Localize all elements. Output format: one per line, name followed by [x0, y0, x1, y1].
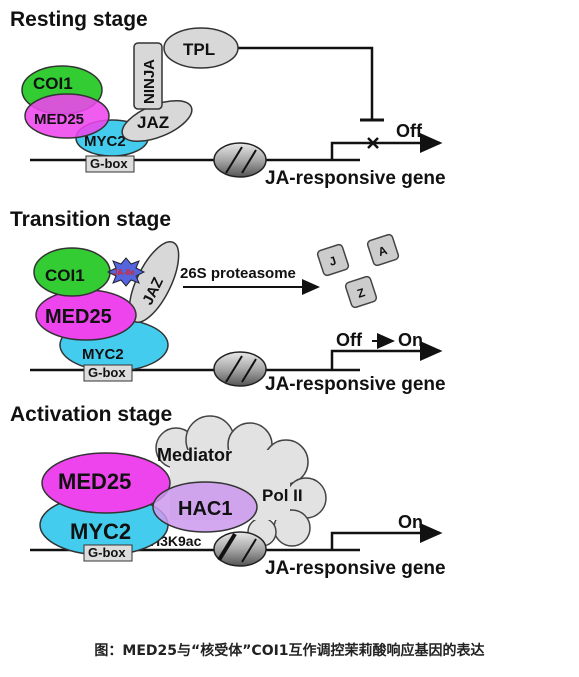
resting-tpl-label: TPL: [183, 40, 215, 59]
resting-jaz-label: JAZ: [137, 113, 169, 132]
activation-med25-protein: [41, 452, 171, 514]
tpl-repression-line: [237, 46, 374, 120]
activation-transcription-arrow: [330, 523, 443, 550]
activation-med25-label: MED25: [58, 469, 131, 494]
proteasome-label: 26S proteasome: [180, 265, 296, 282]
transition-nucleosome: [213, 351, 267, 387]
resting-ninja-label: NINJA: [141, 59, 158, 104]
resting-transcription-arrow: [330, 133, 443, 160]
transition-coi1-label: COI1: [45, 266, 85, 285]
resting-myc2-label: MYC2: [84, 133, 126, 150]
activation-title: Activation stage: [10, 403, 172, 426]
resting-blocked-mark: [367, 137, 379, 149]
transition-myc2-label: MYC2: [82, 346, 124, 363]
transition-gbox: [83, 364, 133, 382]
activation-state-label: On: [398, 512, 423, 532]
transition-gene-label: JA-responsive gene: [265, 374, 446, 395]
activation-gbox-label: G-box: [88, 545, 126, 560]
resting-med25-protein: [24, 93, 110, 139]
resting-med25-label: MED25: [34, 111, 84, 128]
transition-gbox-label: G-box: [88, 365, 126, 380]
hac1-label: HAC1: [178, 498, 232, 520]
activation-myc2-label: MYC2: [70, 519, 131, 544]
transition-state-from: Off: [336, 330, 363, 350]
transition-panel: Transition stage Off On JA-responsive ge…: [10, 208, 446, 395]
resting-gene-label: JA-responsive gene: [265, 168, 446, 189]
jaz-fragment-a: A: [366, 233, 400, 267]
jaz-fragment-j: J: [316, 243, 350, 277]
resting-tpl-protein: [163, 27, 239, 69]
ja-ile-label: JA-Ile: [113, 268, 135, 277]
hac1-protein: [152, 481, 258, 533]
mediator-label: Mediator: [157, 445, 232, 465]
figure-caption: 图：MED25与“核受体”COI1互作调控茉莉酸响应基因的表达: [94, 643, 485, 659]
resting-ninja-protein: [133, 42, 163, 110]
fragment-z-label: Z: [355, 285, 366, 301]
jaz-fragment-z: Z: [344, 275, 378, 309]
activation-nucleosome: [213, 531, 267, 567]
resting-gbox-label: G-box: [90, 156, 128, 171]
pol2-label: Pol II: [262, 486, 303, 505]
activation-panel: Activation stage Mediator Pol II On JA-r…: [10, 403, 446, 579]
ja-ile-star-icon: [106, 257, 146, 287]
transition-transcription-arrow: [330, 341, 443, 370]
fragment-j-label: J: [327, 253, 338, 268]
activation-gbox: [83, 544, 133, 562]
resting-panel: Resting stage Off JA-responsive gene MYC…: [10, 8, 446, 189]
transition-state-to: On: [398, 330, 423, 350]
resting-state-label: Off: [396, 121, 423, 141]
resting-title: Resting stage: [10, 8, 148, 31]
resting-nucleosome: [213, 142, 267, 178]
transition-title: Transition stage: [10, 208, 171, 231]
resting-gbox: [85, 155, 135, 173]
transition-med25-label: MED25: [45, 306, 112, 328]
resting-coi1-label: COI1: [33, 74, 73, 93]
activation-gene-label: JA-responsive gene: [265, 558, 446, 579]
